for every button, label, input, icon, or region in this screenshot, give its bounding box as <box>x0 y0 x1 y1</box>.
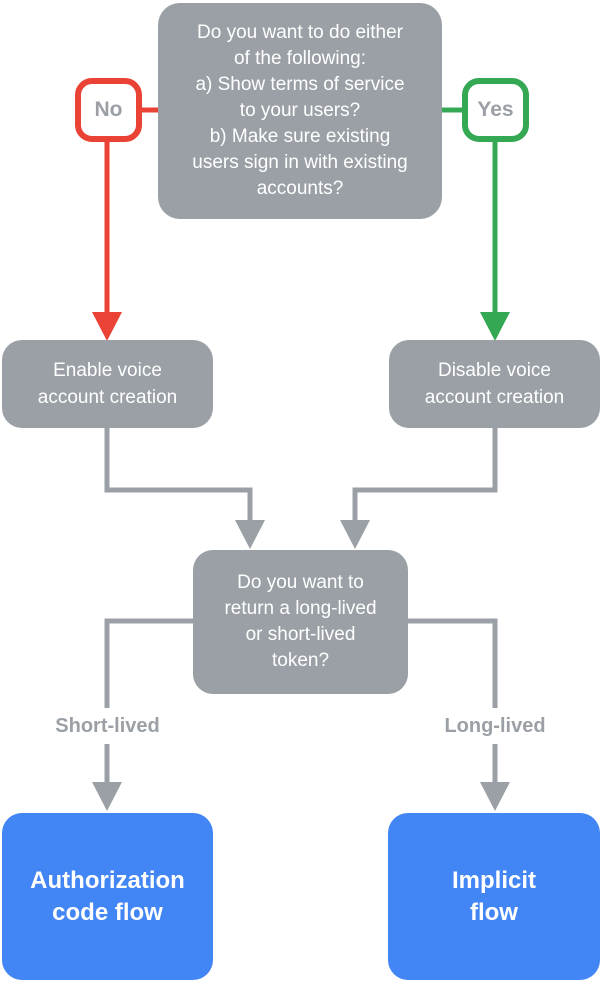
edge-disable-to-token <box>352 426 498 524</box>
edge-enable-to-token <box>104 426 253 524</box>
arrowhead-gray-auth-icon <box>92 782 122 811</box>
arrowhead-gray-right-merge-icon <box>340 520 370 549</box>
long-lived-edge-label: Long-lived <box>410 708 580 744</box>
decision-box-token-lifetime: Do you want to return a long-lived or sh… <box>193 550 408 694</box>
edge-token-to-auth <box>104 618 196 786</box>
yes-branch-badge: Yes <box>462 78 529 142</box>
arrowhead-red-down-icon <box>92 312 122 341</box>
enable-voice-account-creation-box: Enable voice account creation <box>2 340 213 428</box>
arrowhead-green-down-icon <box>480 312 510 341</box>
arrowhead-gray-implicit-icon <box>480 782 510 811</box>
implicit-flow-box: Implicit flow <box>388 813 600 980</box>
arrowhead-gray-left-merge-icon <box>235 520 265 549</box>
short-lived-edge-label: Short-lived <box>23 708 192 744</box>
authorization-code-flow-box: Authorization code flow <box>2 813 213 980</box>
disable-voice-account-creation-box: Disable voice account creation <box>389 340 600 428</box>
decision-box-terms-of-service: Do you want to do either of the followin… <box>158 3 442 219</box>
edge-token-to-implicit <box>406 618 498 786</box>
no-branch-badge: No <box>75 78 142 142</box>
